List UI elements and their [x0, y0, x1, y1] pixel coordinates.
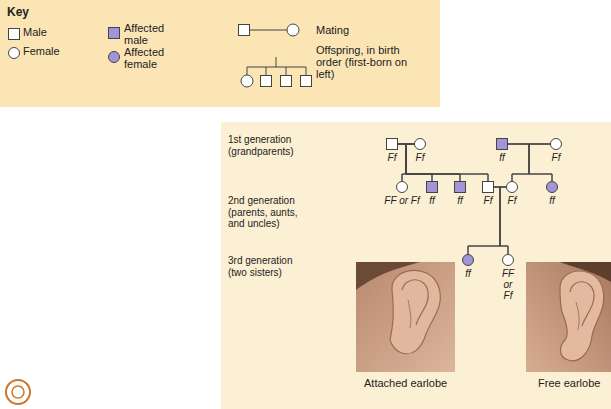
- person-symbol: Ff: [506, 181, 518, 206]
- photo-caption: Free earlobe: [538, 377, 600, 390]
- pedigree-line: [529, 144, 552, 181]
- affected-person-symbol: ff: [454, 181, 466, 206]
- key-panel: [0, 0, 440, 107]
- genotype-text: Ff: [482, 195, 494, 206]
- pedigree-line: [402, 144, 414, 181]
- legend-square-swatch: [108, 27, 120, 39]
- genotype-text: ff: [454, 195, 466, 206]
- legend-square-swatch: [8, 28, 20, 40]
- generation-label: 3rd generation (two sisters): [228, 255, 310, 278]
- person-symbol: FF or Ff: [384, 181, 419, 206]
- female-symbol: [396, 181, 408, 193]
- pedigree-line: [398, 144, 432, 181]
- genotype-text: ff: [546, 195, 558, 206]
- legend-text: Offspring, in birth order (first-born on…: [316, 44, 420, 80]
- free-earlobe-photo: [526, 262, 611, 372]
- person-symbol: Ff: [482, 181, 494, 206]
- photo-caption: Attached earlobe: [364, 377, 447, 390]
- person-symbol: Ff: [386, 138, 398, 163]
- female-symbol: [506, 181, 518, 193]
- affected-person-symbol: ff: [426, 181, 438, 206]
- affected-person-symbol: ff: [546, 181, 558, 206]
- pedigree-line: [468, 187, 500, 254]
- pedigree-line: [508, 144, 529, 181]
- genotype-text: ff: [426, 195, 438, 206]
- key-heading: Key: [7, 6, 29, 20]
- female-symbol: [462, 254, 474, 266]
- mating-sample: [239, 24, 300, 36]
- legend-text: Male: [23, 26, 47, 38]
- pedigree-line: [508, 144, 552, 181]
- pedigree-line: [500, 187, 508, 254]
- legend-text: Mating: [316, 24, 349, 36]
- female-symbol: [502, 254, 514, 266]
- person-symbol: Ff: [550, 138, 562, 163]
- legend-text: Affected female: [124, 46, 178, 70]
- female-symbol: [546, 181, 558, 193]
- generation-label: 2nd generation (parents, aunts, and uncl…: [228, 195, 310, 230]
- legend-circle-swatch: [8, 47, 20, 59]
- pedigree-line: [398, 144, 488, 181]
- genotype-text: ff: [462, 268, 474, 279]
- person-symbol: Ff: [414, 138, 426, 163]
- logo-emblem: [6, 380, 30, 404]
- female-symbol: [550, 138, 562, 150]
- genotype-text: Ff: [550, 152, 562, 163]
- legend-circle-swatch: [108, 51, 120, 63]
- male-symbol: [496, 138, 508, 150]
- genotype-text: Ff: [386, 152, 398, 163]
- affected-person-symbol: ff: [462, 254, 474, 279]
- attached-earlobe-photo: [356, 262, 455, 372]
- genotype-text: Ff: [414, 152, 426, 163]
- pedigree-line: [406, 144, 460, 181]
- female-symbol: [414, 138, 426, 150]
- genotype-text: ff: [496, 152, 508, 163]
- legend-text: Female: [23, 45, 60, 57]
- genotype-text: FF or Ff: [499, 268, 517, 301]
- legend-text: Affected male: [124, 22, 178, 46]
- male-symbol: [482, 181, 494, 193]
- pedigree-panel: [221, 122, 611, 409]
- pedigree-line: [494, 187, 508, 254]
- offspring-sample: [241, 57, 312, 87]
- pedigree-line: [398, 144, 460, 181]
- pedigree-line: [512, 144, 550, 181]
- male-symbol: [426, 181, 438, 193]
- male-symbol: [386, 138, 398, 150]
- male-symbol: [454, 181, 466, 193]
- person-symbol: FF or Ff: [499, 254, 517, 301]
- genotype-text: FF or Ff: [384, 195, 419, 206]
- genotype-text: Ff: [506, 195, 518, 206]
- generation-label: 1st generation (grandparents): [228, 134, 310, 157]
- affected-person-symbol: ff: [496, 138, 508, 163]
